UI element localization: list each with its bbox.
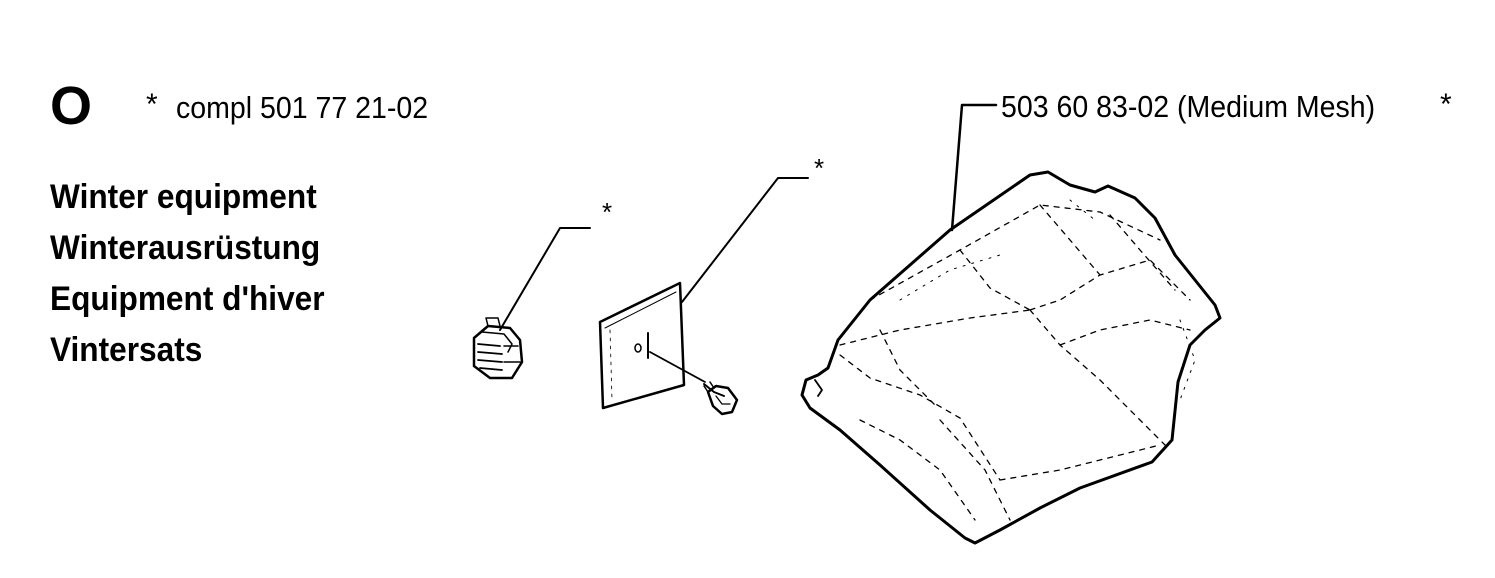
cover-part: [800, 170, 1222, 545]
title-german: Winterausrüstung: [50, 229, 321, 267]
plate-leader-line: [681, 177, 809, 303]
screw-part: [703, 381, 739, 416]
plate-part: [598, 281, 706, 410]
cover-part-number: 503 60 83-02 (Medium Mesh): [1001, 89, 1376, 124]
plate-asterisk: *: [814, 153, 825, 183]
title-french: Equipment d'hiver: [50, 280, 325, 318]
cover-leader-line: [950, 103, 998, 232]
cover-asterisk: *: [1440, 88, 1452, 121]
plug-leader-line: [499, 227, 591, 331]
plug-part: [472, 317, 524, 380]
title-block: Winter equipment Winterausrüstung Equipm…: [50, 172, 345, 376]
kit-part-number: compl 501 77 21-02: [176, 90, 429, 125]
kit-asterisk: *: [146, 88, 158, 121]
section-letter: O: [50, 76, 93, 136]
title-english: Winter equipment: [50, 178, 317, 216]
title-swedish: Vintersats: [50, 331, 203, 369]
plug-asterisk: *: [602, 197, 613, 227]
